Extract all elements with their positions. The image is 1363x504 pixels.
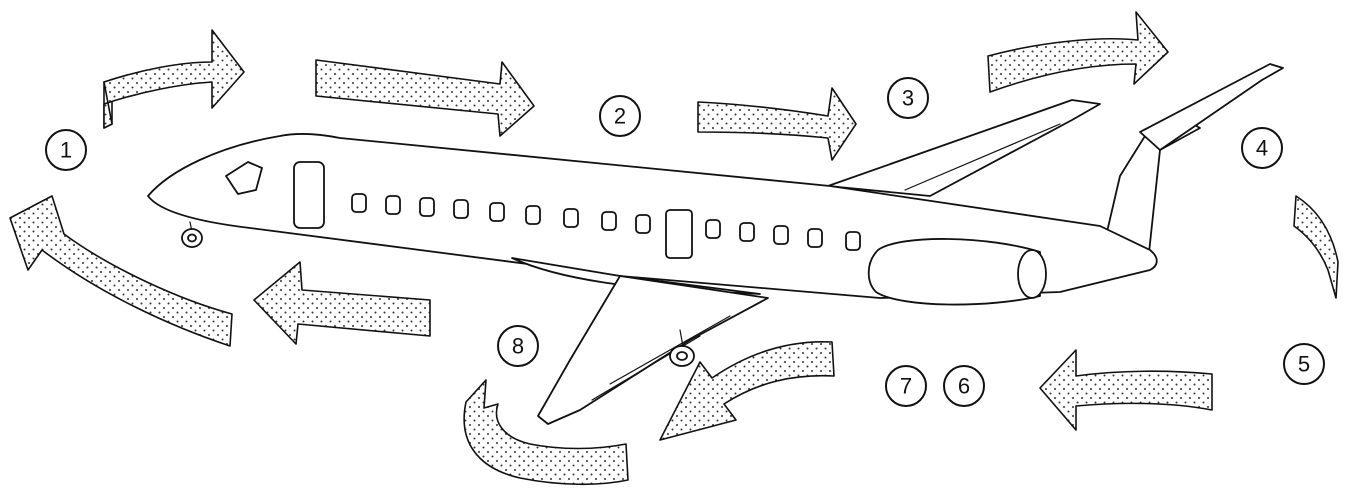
walkaround-direction-arrow-icon — [104, 30, 244, 128]
marker-3-label: 3 — [902, 86, 914, 111]
walkaround-direction-arrow-icon — [988, 12, 1168, 92]
marker-1-label: 1 — [60, 138, 72, 163]
walkaround-direction-arrow-icon — [698, 88, 856, 160]
marker-5: 5 — [1284, 344, 1324, 384]
marker-5-label: 5 — [1298, 352, 1310, 377]
marker-8-label: 8 — [512, 334, 524, 359]
marker-8: 8 — [498, 326, 538, 366]
far-wing — [828, 100, 1100, 196]
marker-4: 4 — [1242, 128, 1282, 168]
marker-7: 7 — [886, 366, 926, 406]
near-wing — [538, 276, 768, 424]
marker-6: 6 — [944, 366, 984, 406]
walkaround-direction-arrow-icon — [254, 262, 430, 344]
walkaround-direction-arrow-icon — [1294, 196, 1338, 298]
engine-nacelle — [869, 239, 1040, 305]
marker-6-label: 6 — [958, 374, 970, 399]
overwing-exit — [666, 210, 692, 258]
marker-3: 3 — [888, 78, 928, 118]
walkaround-direction-arrow-icon — [316, 60, 534, 136]
marker-1: 1 — [46, 130, 86, 170]
marker-7-label: 7 — [900, 374, 912, 399]
nose-landing-gear-icon — [182, 222, 202, 247]
walkaround-direction-arrow-icon — [1040, 350, 1212, 430]
forward-door — [294, 162, 324, 228]
engine-intake — [1018, 250, 1046, 298]
marker-4-label: 4 — [1256, 136, 1268, 161]
marker-2: 2 — [600, 96, 640, 136]
marker-2-label: 2 — [614, 104, 626, 129]
